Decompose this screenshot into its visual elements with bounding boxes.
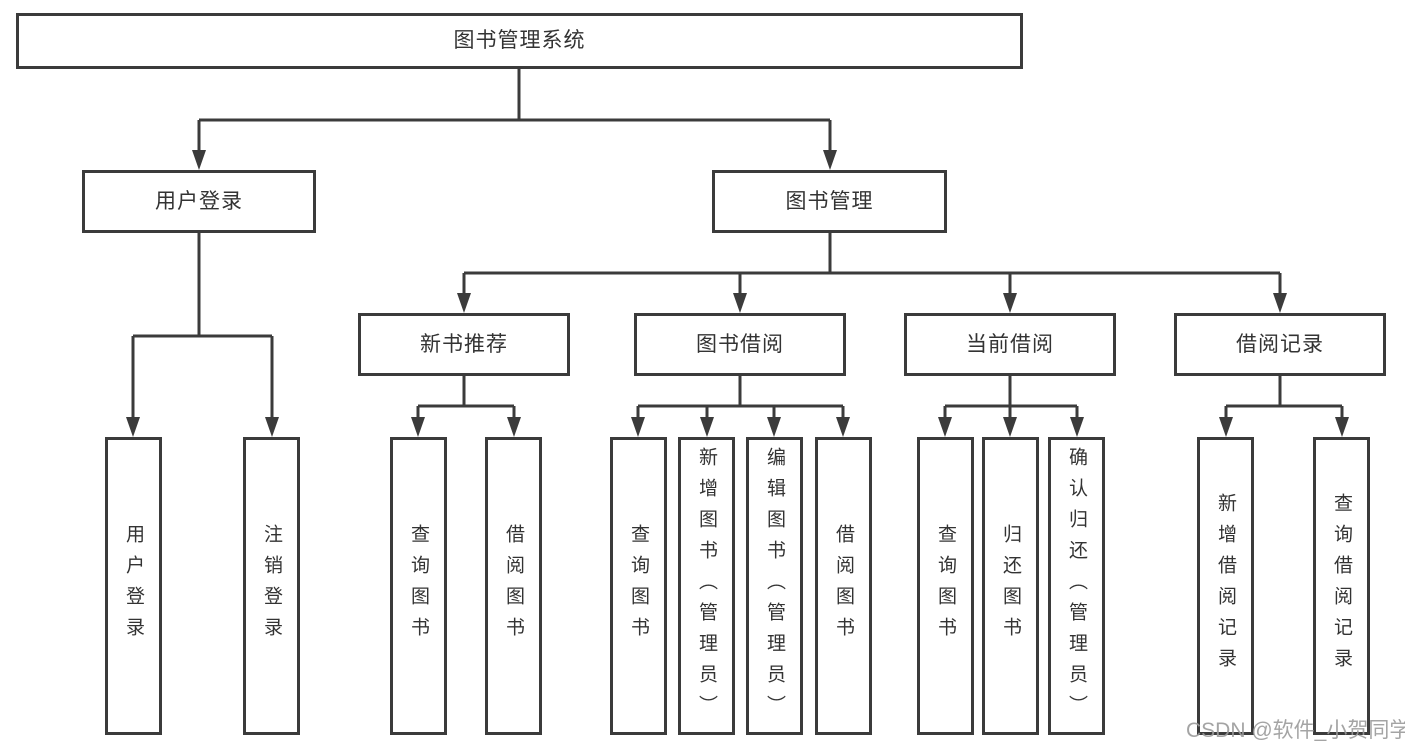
connector-user-login-children <box>126 233 279 437</box>
node-current-borrow: 当前借阅 <box>904 313 1116 376</box>
connector-book-borrow-children <box>631 376 850 437</box>
node-book-management: 图书管理 <box>712 170 947 233</box>
leaf-add-book-admin: 新增图书（管理员） <box>678 437 735 735</box>
node-library-system-root: 图书管理系统 <box>16 13 1023 69</box>
connector-book-mgmt-to-level3 <box>457 233 1287 313</box>
leaf-return-book: 归还图书 <box>982 437 1039 735</box>
leaf-query-borrow-record: 查询借阅记录 <box>1313 437 1370 735</box>
connector-new-book-rec-children <box>411 376 521 437</box>
node-user-login: 用户登录 <box>82 170 316 233</box>
node-borrow-records: 借阅记录 <box>1174 313 1386 376</box>
leaf-user-login: 用户登录 <box>105 437 162 735</box>
csdn-watermark: CSDN @软件_小贺同学 <box>1186 719 1405 742</box>
leaf-edit-book-admin: 编辑图书（管理员） <box>746 437 803 735</box>
leaf-logout: 注销登录 <box>243 437 300 735</box>
leaf-borrow-book: 借阅图书 <box>815 437 872 735</box>
leaf-confirm-return-admin: 确认归还（管理员） <box>1048 437 1105 735</box>
leaf-add-borrow-record: 新增借阅记录 <box>1197 437 1254 735</box>
connector-borrow-records-children <box>1219 376 1349 437</box>
leaf-rec-query-book: 查询图书 <box>390 437 447 735</box>
leaf-borrow-query-book: 查询图书 <box>610 437 667 735</box>
connector-root-to-level2 <box>192 69 837 170</box>
node-new-book-recommend: 新书推荐 <box>358 313 570 376</box>
leaf-rec-borrow-book: 借阅图书 <box>485 437 542 735</box>
node-book-borrow: 图书借阅 <box>634 313 846 376</box>
connector-current-borrow-children <box>938 376 1084 437</box>
leaf-current-query-book: 查询图书 <box>917 437 974 735</box>
